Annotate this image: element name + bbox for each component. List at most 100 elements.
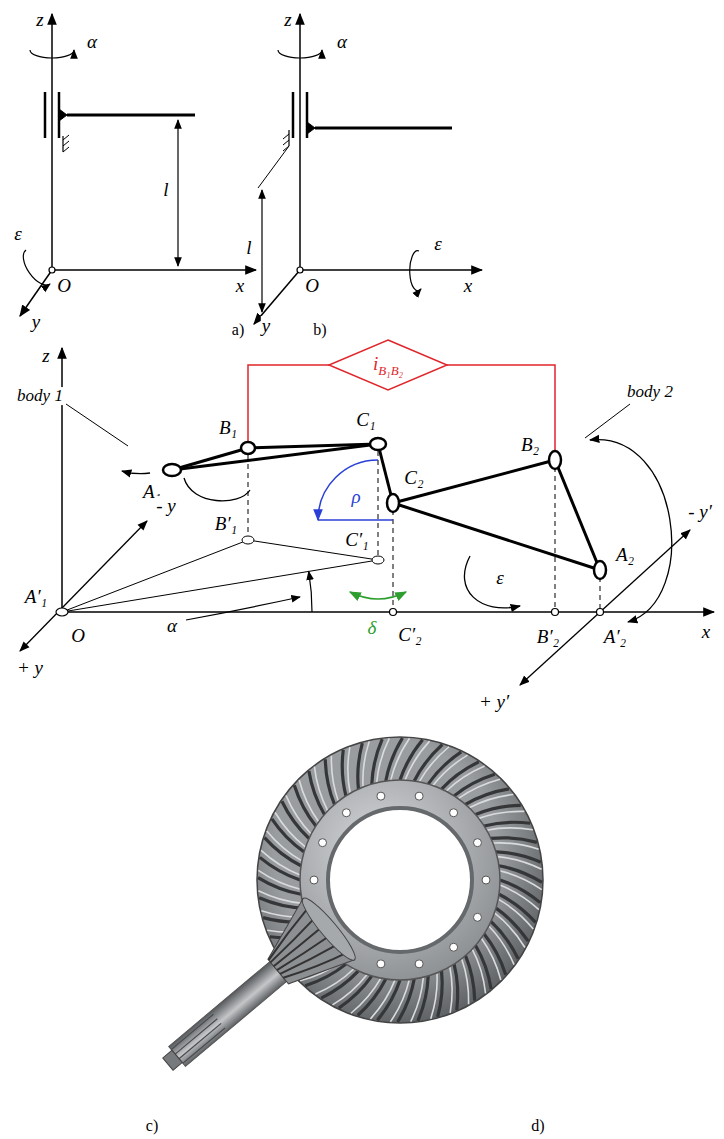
axis-label: y (31, 312, 41, 332)
gear-teeth (499, 894, 536, 922)
angle-label: δ (367, 618, 378, 638)
angle-label: α (336, 32, 348, 52)
gear-teeth (491, 838, 537, 843)
bolt-holes (450, 943, 458, 951)
point-label: O (56, 276, 72, 296)
spatial-mechanism (20, 348, 714, 685)
kinematic-pair-a (23, 250, 50, 285)
kinematic-pair-a (20, 270, 52, 316)
point-label: C′₂ (397, 625, 422, 645)
spatial-mechanism (600, 577, 601, 609)
gear-teeth (433, 755, 468, 785)
axis-label: y (261, 316, 271, 336)
gear-teeth (342, 750, 346, 796)
kinematic-pair-b (410, 251, 421, 291)
gear-teeth (314, 767, 327, 811)
point-label: A₂ (615, 545, 635, 565)
gear-teeth (275, 812, 305, 847)
angle-label: ε (13, 224, 23, 244)
kinematic-pair-a (30, 50, 74, 58)
kinematic-pair-a (44, 92, 47, 138)
pinion-gear (171, 1014, 225, 1063)
spatial-mechanism (186, 597, 300, 620)
point-label: A′₂ (603, 627, 627, 647)
point-label: B₂ (520, 435, 540, 455)
pinion-gear (297, 893, 361, 965)
gear-teeth (339, 976, 372, 1008)
point-label: C₁ (355, 410, 376, 430)
figure-label: c) (145, 1118, 159, 1135)
axis-label: z (41, 346, 50, 366)
spatial-mechanism (318, 519, 393, 521)
point-label: A′₁ (24, 587, 48, 607)
axis-label: x (701, 622, 711, 642)
point-label: O (304, 276, 320, 296)
kinematic-pair-a (177, 120, 178, 266)
gear-teeth (496, 908, 528, 941)
angle-label: α (86, 32, 98, 52)
spatial-mechanism (393, 503, 600, 570)
gear-teeth (414, 744, 442, 781)
ratio-diamond: iB₁B₂ (329, 340, 447, 390)
spatial-mechanism (241, 442, 255, 454)
spatial-mechanism (555, 467, 556, 609)
gear-teeth (272, 819, 304, 852)
gear-teeth (348, 747, 350, 793)
kinematic-pair-a (67, 114, 195, 117)
ratio-symbol: i (373, 353, 378, 374)
gear-teeth (331, 756, 338, 802)
gear-teeth (258, 878, 301, 895)
axis-label: - y′ (687, 502, 713, 522)
spatial-mechanism (594, 561, 606, 579)
spatial-mechanism (184, 478, 250, 501)
angle-label: ε (495, 568, 505, 588)
bolt-holes (319, 839, 327, 847)
ratio-subscript: B₁B₂ (378, 363, 403, 378)
gear-teeth (411, 977, 424, 1021)
spatial-mechanism (62, 560, 378, 612)
point-label: C₂ (403, 468, 424, 488)
kinematic-pair-a (49, 267, 55, 273)
kinematic-pair-a (51, 14, 53, 270)
spatial-mechanism (318, 460, 378, 520)
gear-teeth (450, 967, 452, 1013)
point-label: O (70, 626, 86, 646)
spatial-mechanism (378, 451, 379, 556)
kinematic-pair-b (278, 50, 322, 58)
spatial-mechanism (62, 540, 248, 612)
spatial-mechanism (66, 404, 128, 446)
gear-teeth (497, 857, 541, 870)
spatial-mechanism (242, 536, 254, 544)
bolt-holes (377, 792, 385, 800)
kinematic-pair-b (261, 190, 262, 312)
gear-teeth (261, 850, 300, 875)
figure-label: d) (530, 1118, 545, 1135)
gear-teeth (500, 885, 539, 910)
kinematic-pair-b (254, 14, 482, 324)
bolt-holes (342, 809, 350, 817)
spatial-mechanism (590, 440, 672, 622)
kinematic-pair-b (288, 130, 289, 146)
bolt-holes (473, 839, 481, 847)
dimension-label: l (245, 238, 252, 258)
point-label: B′₁ (214, 514, 238, 534)
point-label: B′₂ (536, 627, 560, 647)
gear-teeth (500, 871, 542, 890)
diamond-outline (329, 340, 447, 390)
gear-teeth (438, 971, 443, 1017)
gear-teeth (469, 794, 513, 807)
gear-teeth (484, 822, 530, 826)
kinematic-pair-b (307, 122, 315, 134)
gear-teeth (458, 779, 500, 799)
spatial-mechanism (309, 571, 312, 612)
ratio-text: iB₁B₂ (373, 354, 403, 377)
axis-label: x (235, 276, 245, 296)
spatial-mechanism (393, 460, 555, 503)
bolt-holes (310, 876, 318, 884)
gear-teeth (370, 980, 395, 1019)
spatial-mechanism (370, 438, 386, 450)
bolt-holes (377, 960, 385, 968)
spatial-mechanism (372, 556, 384, 564)
gear-teeth (358, 979, 386, 1016)
